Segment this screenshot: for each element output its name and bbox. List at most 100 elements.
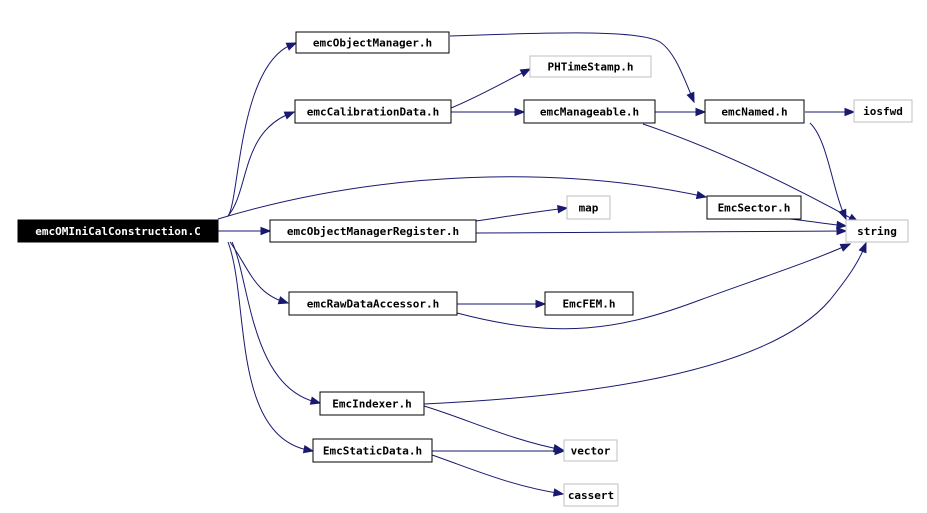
node-label: EmcIndexer.h [332,398,411,411]
node-label: emcOMIniCalConstruction.C [35,225,201,238]
node-fem[interactable]: EmcFEM.h [544,291,634,316]
node-box[interactable] [706,195,802,220]
node-box[interactable] [312,438,433,463]
edge-indexer-to-vector [423,405,565,453]
edge-omreg-to-map [475,204,569,222]
edge-arrowhead [260,226,272,236]
node-box[interactable] [566,195,611,220]
edge-arrowhead [686,91,695,104]
edge-line [217,176,707,220]
edge-rawdata-to-fem [457,299,547,309]
edge-arrowhead [695,190,708,200]
edge-arrowhead [302,445,315,454]
node-sector[interactable]: EmcSector.h [706,195,802,220]
edge-line [450,68,531,109]
node-box[interactable] [269,219,477,243]
node-label: emcCalibrationData.h [307,106,439,119]
node-box[interactable] [853,99,913,123]
edge-caldata-to-phts [450,68,532,109]
node-box[interactable] [563,483,619,507]
edge-arrowhead [836,220,848,230]
node-box[interactable] [294,99,452,124]
edge-arrowhead [839,243,852,252]
edge-line [449,32,695,103]
edge-root-to-caldata [227,111,296,217]
node-box[interactable] [845,219,909,243]
node-indexer[interactable]: EmcIndexer.h [319,391,425,416]
node-cassert[interactable]: cassert [563,483,619,507]
edge-root-to-objmgr [227,42,298,217]
node-label: emcObjectManagerRegister.h [287,225,459,238]
edge-arrowhead [557,204,569,214]
edge-line [431,454,564,495]
edge-rawdata-to-string [456,243,852,330]
edge-arrowhead [277,296,290,305]
edge-arrowhead [554,446,566,456]
node-box[interactable] [17,219,219,243]
node-box[interactable] [288,291,458,316]
node-rawdata[interactable]: emcRawDataAccessor.h [288,291,458,316]
edge-line [423,242,867,405]
node-box[interactable] [529,55,652,78]
edge-arrowhead [858,241,867,254]
edge-arrowhead [838,208,847,221]
edge-root-to-staticdata [227,241,315,454]
node-box[interactable] [319,391,425,416]
edge-line [231,241,321,404]
edge-omreg-to-string [475,226,848,236]
node-label: emcNamed.h [721,106,787,119]
edge-root-to-omreg [218,226,272,236]
node-objmgr[interactable]: emcObjectManager.h [295,31,450,54]
node-omreg[interactable]: emcObjectManagerRegister.h [269,219,477,243]
node-root[interactable]: emcOMIniCalConstruction.C [17,219,219,243]
edge-line [227,42,297,217]
node-caldata[interactable]: emcCalibrationData.h [294,99,452,124]
edge-arrowhead [844,107,856,117]
edge-line [456,243,851,330]
edge-arrowhead [514,107,526,117]
node-label: map [579,202,599,215]
edge-root-to-indexer [231,241,322,405]
edge-arrowhead [535,299,547,309]
edge-line [475,207,568,222]
edge-line [642,123,859,223]
edge-line [227,241,314,452]
edge-objmgr-to-named [449,32,695,104]
edge-caldata-to-manageable [451,107,526,117]
node-label: emcManageable.h [540,106,639,119]
node-vector[interactable]: vector [563,439,618,462]
node-label: EmcSector.h [718,202,791,215]
node-map[interactable]: map [566,195,611,220]
node-box[interactable] [704,99,805,124]
edge-line [423,405,564,451]
edge-arrowhead [836,226,848,236]
node-manageable[interactable]: emcManageable.h [523,99,656,124]
node-string[interactable]: string [845,219,909,243]
node-box[interactable] [563,439,618,462]
node-named[interactable]: emcNamed.h [704,99,805,124]
edge-indexer-to-string [423,241,867,405]
edge-sector-to-string [789,218,848,230]
edge-line [475,230,847,234]
node-iosfwd[interactable]: iosfwd [853,99,913,123]
edge-arrowhead [285,42,298,51]
node-box[interactable] [523,99,656,124]
edge-staticdata-to-vector [432,446,566,456]
graph-nodes: emcOMIniCalConstruction.C emcObjectManage… [17,31,913,507]
node-staticdata[interactable]: EmcStaticData.h [312,438,433,463]
node-phts[interactable]: PHTimeStamp.h [529,55,652,78]
node-label: EmcFEM.h [563,298,616,311]
node-box[interactable] [544,291,634,316]
node-label: iosfwd [863,105,903,118]
edge-manageable-to-named [655,107,707,117]
edge-staticdata-to-cassert [431,454,565,497]
node-label: emcObjectManager.h [313,37,432,50]
node-label: vector [571,445,611,458]
node-label: PHTimeStamp.h [547,61,633,74]
edge-arrowhead [552,488,565,497]
edge-line [809,122,847,220]
edge-root-to-sector [217,176,708,220]
edge-arrowhead [309,396,322,405]
node-box[interactable] [295,31,450,54]
